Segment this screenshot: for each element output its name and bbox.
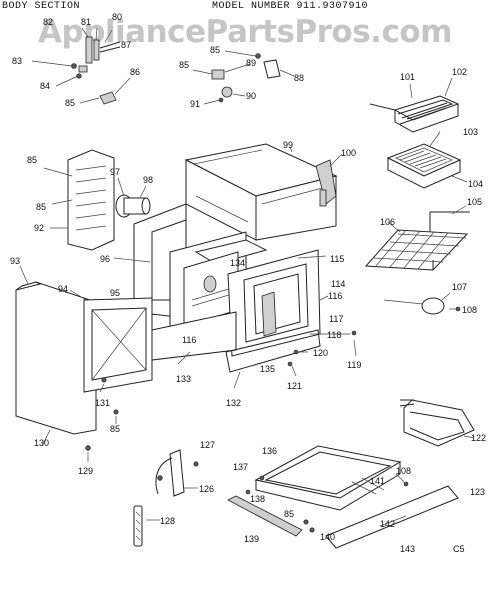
- callout-87: 87: [121, 40, 131, 50]
- part-hardware-118-121: [287, 330, 357, 377]
- callout-85-a: 85: [65, 98, 75, 108]
- part-outer-door-panel-130: [15, 265, 97, 447]
- part-bake-element-122: [399, 399, 475, 447]
- part-oven-rack-105-106: [364, 205, 470, 271]
- part-storage-drawer-141: [254, 445, 402, 511]
- callout-86: 86: [130, 67, 140, 77]
- part-broil-pan-103-104: [386, 131, 468, 189]
- callout-85-c: 85: [179, 60, 189, 70]
- part-drawer-front-142-143: [325, 473, 459, 549]
- part-switch-88-89: [192, 50, 295, 80]
- callout-137: 137: [233, 462, 248, 472]
- part-bracket-80-87: [81, 27, 121, 64]
- callout-85-d: 85: [27, 155, 37, 165]
- callout-128: 128: [160, 516, 175, 526]
- callout-100: 100: [341, 148, 356, 158]
- callout-107: 107: [452, 282, 467, 292]
- part-knob-90-91: [203, 86, 246, 105]
- callout-97: 97: [110, 167, 120, 177]
- callout-127: 127: [200, 440, 215, 450]
- callout-83: 83: [12, 56, 22, 66]
- callout-130: 130: [34, 438, 49, 448]
- callout-88: 88: [294, 73, 304, 83]
- callout-123: 123: [470, 487, 485, 497]
- callout-84: 84: [40, 81, 50, 91]
- section-title: BODY SECTION: [2, 1, 81, 12]
- part-hinge-126-127: [155, 449, 199, 497]
- callout-85-f: 85: [110, 424, 120, 434]
- callout-104: 104: [468, 179, 483, 189]
- callout-94: 94: [58, 284, 68, 294]
- callout-85-b: 85: [210, 45, 220, 55]
- part-door-liner-94: [69, 289, 153, 393]
- callout-90: 90: [246, 91, 256, 101]
- callout-132: 132: [226, 398, 241, 408]
- part-screws-85-131: [85, 377, 119, 462]
- part-burner-tube-97-98: [115, 177, 151, 218]
- callout-116-a: 116: [328, 291, 342, 301]
- callout-99: 99: [283, 140, 293, 150]
- callout-134: 134: [230, 258, 245, 268]
- callout-105: 105: [467, 197, 482, 207]
- part-oven-liner-134: [169, 231, 268, 337]
- callout-80: 80: [112, 12, 122, 22]
- callout-108-b: 108: [396, 466, 411, 476]
- callout-139: 139: [244, 534, 259, 544]
- part-bracket-100: [315, 153, 343, 207]
- callout-92: 92: [34, 223, 44, 233]
- callout-121: 121: [287, 381, 302, 391]
- callout-136: 136: [262, 446, 277, 456]
- callout-108-a: 108: [462, 305, 477, 315]
- callout-96: 96: [100, 254, 110, 264]
- watermark: AppliancePartsPros.com: [38, 14, 452, 50]
- callout-91: 91: [190, 99, 200, 109]
- callout-85-e: 85: [36, 202, 46, 212]
- part-broil-element-101: [369, 77, 460, 133]
- callout-131: 131: [95, 398, 110, 408]
- callout-122: 122: [471, 433, 486, 443]
- callout-133: 133: [176, 374, 191, 384]
- callout-95: 95: [110, 288, 120, 298]
- callout-120: 120: [313, 348, 328, 358]
- callout-119: 119: [347, 360, 361, 370]
- callout-85-g: 85: [284, 509, 294, 519]
- callout-103: 103: [463, 127, 478, 137]
- part-oven-door-frame-115-117: [227, 249, 329, 357]
- callout-labels: 82 81 80 87 83 84 86 85 85 85 89 88 90 9…: [10, 12, 486, 554]
- part-side-trim-92: [43, 149, 115, 251]
- part-door-seal-132: [225, 329, 321, 389]
- part-light-lens-107: [383, 292, 461, 315]
- callout-135: 135: [260, 364, 275, 374]
- part-hinge-receptacle-128: [133, 505, 160, 547]
- callout-141: 141: [370, 476, 385, 486]
- callout-89: 89: [246, 58, 256, 68]
- callout-81: 81: [81, 17, 91, 27]
- callout-93: 93: [10, 256, 20, 266]
- callout-142: 142: [380, 519, 395, 529]
- callout-138: 138: [250, 494, 265, 504]
- callout-143: 143: [400, 544, 415, 554]
- callout-106: 106: [380, 217, 395, 227]
- callout-116-b: 116: [182, 335, 196, 345]
- callout-129: 129: [78, 466, 93, 476]
- callout-126: 126: [199, 484, 214, 494]
- part-drawer-slide-139: [227, 475, 315, 537]
- model-number: MODEL NUMBER 911.9307910: [212, 1, 369, 12]
- callout-114: 114: [331, 279, 345, 289]
- callout-118: 118: [327, 330, 341, 340]
- callout-101: 101: [400, 72, 415, 82]
- callout-140: 140: [320, 532, 335, 542]
- callout-98: 98: [143, 175, 153, 185]
- callout-115: 115: [330, 254, 344, 264]
- callout-102: 102: [452, 67, 467, 77]
- part-cabinet-body-99: [184, 143, 338, 241]
- callout-117: 117: [329, 314, 343, 324]
- corner-code: C5: [453, 544, 465, 554]
- part-bracket-85-86: [79, 77, 131, 105]
- callout-82: 82: [43, 17, 53, 27]
- part-clip-83-84: [31, 60, 88, 87]
